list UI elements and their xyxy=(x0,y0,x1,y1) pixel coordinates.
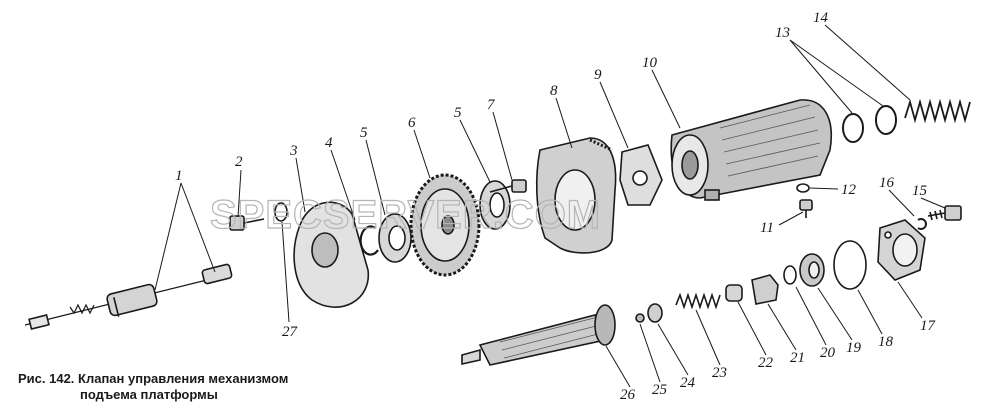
part-5-bearing xyxy=(378,213,412,263)
callout-21: 21 xyxy=(790,350,805,366)
part-27-ring xyxy=(274,202,288,222)
callout-20: 20 xyxy=(820,345,836,361)
part-13-oring-b xyxy=(875,105,897,135)
figure-caption: Рис. 142. Клапан управления механизмом п… xyxy=(18,371,288,403)
part-3-cover xyxy=(293,201,370,308)
callout-19: 19 xyxy=(846,340,862,356)
part-15-bolt xyxy=(927,205,962,221)
part-7-screw xyxy=(489,179,527,193)
callout-labels: 1 2 3 4 5 6 5 7 8 9 10 13 14 12 11 15 16… xyxy=(175,10,937,403)
callout-17: 17 xyxy=(920,318,937,334)
part-22-sleeve xyxy=(725,284,743,302)
callout-5b: 5 xyxy=(454,105,462,121)
callout-27: 27 xyxy=(282,324,299,340)
caption-line-1: Рис. 142. Клапан управления механизмом xyxy=(18,371,289,386)
callout-11: 11 xyxy=(760,220,774,236)
caption-line-2: подъема платформы xyxy=(80,387,218,402)
callout-8: 8 xyxy=(550,83,558,99)
callout-26: 26 xyxy=(620,387,636,403)
callout-6: 6 xyxy=(408,115,416,131)
part-5b-bearing xyxy=(479,180,511,230)
part-12-ring xyxy=(796,183,810,193)
part-23-spring xyxy=(675,292,721,310)
part-24-bushing xyxy=(647,303,663,323)
callout-23: 23 xyxy=(712,365,727,381)
part-21-valve xyxy=(751,274,779,305)
part-19-bushing xyxy=(799,253,825,287)
part-14-spring xyxy=(904,98,971,124)
part-11-bolt xyxy=(799,199,813,218)
callout-14: 14 xyxy=(813,10,829,26)
part-13-oring-a xyxy=(842,113,864,143)
callout-2: 2 xyxy=(235,154,243,170)
callout-10: 10 xyxy=(642,55,658,71)
part-10-cylinder xyxy=(670,99,832,201)
callout-15: 15 xyxy=(912,183,928,199)
callout-1: 1 xyxy=(175,168,183,184)
watermark: SPECSERVER.COM xyxy=(210,193,601,237)
part-4-snapring xyxy=(359,225,379,256)
part-18-ring xyxy=(833,240,867,290)
callout-9: 9 xyxy=(594,67,602,83)
part-17-flange xyxy=(877,219,926,281)
part-16-clip xyxy=(917,218,927,230)
callout-18: 18 xyxy=(878,334,894,350)
part-20-oring xyxy=(783,265,797,285)
callout-16: 16 xyxy=(879,175,895,191)
callout-13: 13 xyxy=(775,25,790,41)
leader-lines xyxy=(154,24,946,388)
callout-3: 3 xyxy=(289,143,298,159)
callout-24: 24 xyxy=(680,375,696,391)
callout-22: 22 xyxy=(758,355,774,371)
part-8-housing xyxy=(535,137,617,254)
callout-12: 12 xyxy=(841,182,857,198)
part-25-ball xyxy=(635,313,645,323)
callout-5: 5 xyxy=(360,125,368,141)
callout-4: 4 xyxy=(325,135,333,151)
callout-25: 25 xyxy=(652,382,668,398)
part-26-piston-rod xyxy=(461,304,616,366)
part-6-gear xyxy=(409,173,481,277)
part-2-screw xyxy=(229,215,265,231)
part-9-flange xyxy=(619,144,663,206)
part-1-spool xyxy=(24,263,233,330)
callout-7: 7 xyxy=(487,97,496,113)
